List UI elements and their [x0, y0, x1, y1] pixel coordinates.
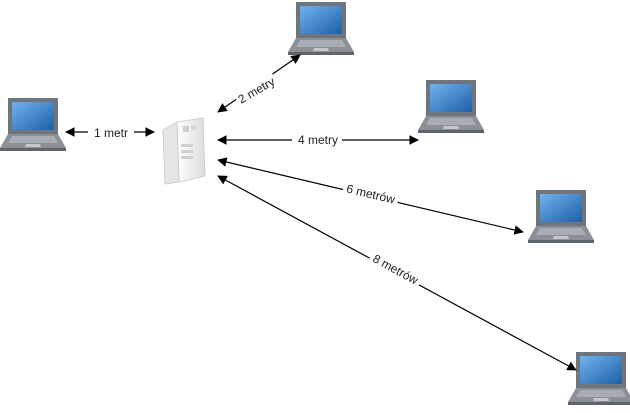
- link-label-6m: 6 metrów: [345, 182, 397, 207]
- link-label-1m: 1 metr: [94, 126, 128, 140]
- link-label-8m: 8 metrów: [370, 251, 420, 287]
- link-label-4m: 4 metry: [298, 133, 338, 147]
- laptop-icon-bottom: [568, 352, 630, 405]
- laptop-icon-top: [288, 2, 354, 55]
- laptop-icon-mid: [418, 80, 484, 133]
- router: [162, 117, 206, 185]
- laptop-icon-right: [528, 190, 594, 243]
- laptop-icon-left: [0, 98, 66, 151]
